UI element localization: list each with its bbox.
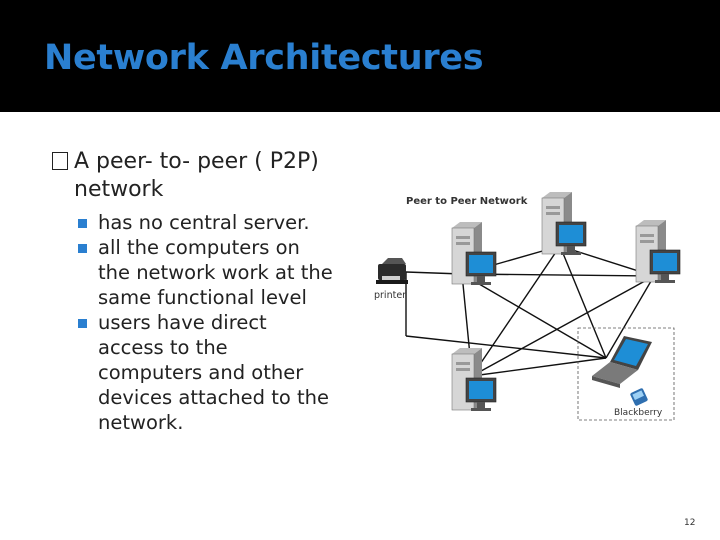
mobile-devices-box: [577, 327, 675, 421]
main-bullet-text: A peer- to- peer ( P2P) network: [74, 149, 319, 202]
square-bullet-icon: [78, 319, 87, 328]
blackberry-icon: [630, 388, 648, 406]
square-bullet-icon: [78, 219, 87, 228]
square-bullet-icon: [78, 244, 87, 253]
sub-bullet-item: users have direct access to the computer…: [76, 310, 336, 435]
diagram-title: Peer to Peer Network: [406, 196, 528, 207]
computer-icon: [451, 347, 497, 412]
laptop-icon: [592, 336, 652, 388]
sub-bullet-item: all the computers on the network work at…: [76, 235, 336, 310]
p2p-network-diagram: Peer to Peer Network printer: [374, 191, 681, 421]
sub-bullet-text: all the computers on the network work at…: [98, 236, 333, 309]
computer-icon: [451, 221, 497, 286]
title-bar: [0, 0, 720, 112]
computer-icon: [541, 191, 587, 256]
sub-bullet-text: users have direct access to the computer…: [98, 311, 330, 434]
computer-icon: [635, 219, 681, 284]
sub-bullet-list: has no central server. all the computers…: [76, 210, 336, 435]
bullet-box-icon: [52, 152, 68, 170]
main-bullet: A peer- to- peer ( P2P) network: [52, 148, 352, 204]
printer-icon: [376, 258, 408, 284]
sub-bullet-item: has no central server.: [76, 210, 336, 235]
printer-label: printer: [374, 290, 406, 301]
slide-title: Network Architectures: [44, 38, 484, 78]
sub-bullet-text: has no central server.: [98, 211, 310, 234]
blackberry-label: Blackberry: [614, 408, 663, 418]
page-number: 12: [684, 518, 696, 528]
